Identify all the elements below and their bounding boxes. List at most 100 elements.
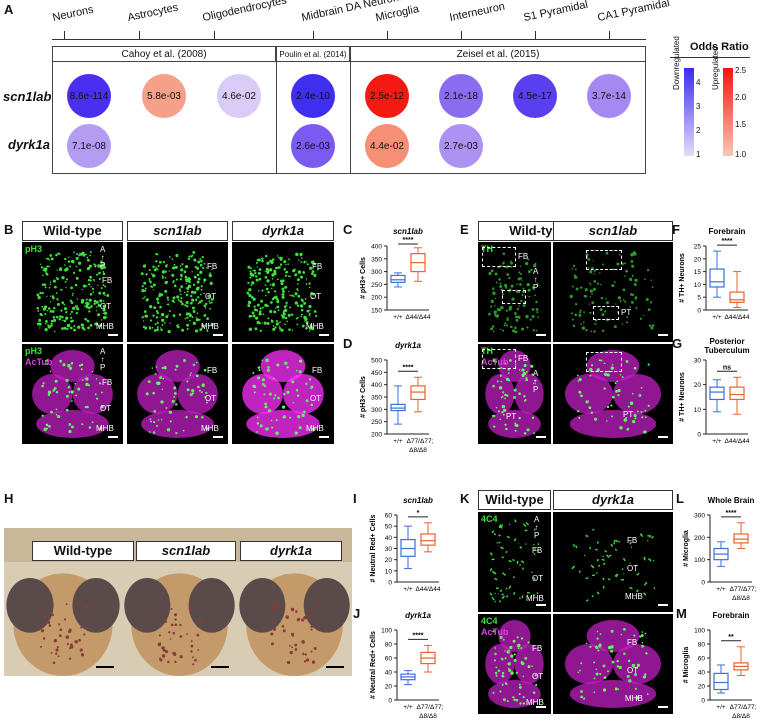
scale-bar [536, 604, 546, 606]
neutral-red-cell [179, 623, 182, 627]
legend-rule [670, 57, 750, 58]
signal-mark [197, 303, 200, 305]
signal-mark [504, 266, 506, 269]
brain-lobe [569, 680, 657, 708]
signal-mark [53, 387, 57, 390]
signal-mark [266, 261, 270, 265]
signal-mark [190, 372, 192, 374]
signal-mark [256, 416, 259, 419]
signal-mark [643, 314, 645, 316]
region-pt: PT [621, 308, 632, 317]
signal-mark [517, 277, 521, 281]
signal-mark [263, 393, 266, 396]
signal-mark [493, 310, 498, 314]
signal-mark [203, 281, 205, 283]
signal-mark [161, 318, 165, 322]
eye [124, 577, 171, 633]
y-axis-label: # TH+ Neurons [679, 253, 686, 303]
signal-mark [296, 304, 300, 307]
fb-roi-box [586, 250, 622, 270]
signal-mark [67, 260, 71, 263]
signal-mark [169, 420, 172, 423]
signal-mark [524, 398, 527, 401]
signal-mark [649, 301, 653, 304]
signal-mark [50, 322, 53, 325]
signal-mark [101, 319, 103, 321]
neutral-red-cell [179, 655, 183, 659]
signal-mark [533, 432, 535, 435]
signal-mark [83, 328, 86, 331]
signal-mark [88, 283, 91, 286]
signal-mark [616, 665, 619, 668]
signal-mark [633, 252, 637, 256]
neutral-red-cell [167, 660, 170, 664]
signal-mark [310, 385, 314, 389]
signal-mark [531, 315, 535, 319]
signal-mark [168, 270, 170, 272]
signal-mark [148, 431, 151, 433]
b-header-dyrk1a: dyrk1a [232, 221, 334, 241]
signal-mark [140, 272, 144, 276]
signal-mark [288, 290, 290, 293]
signal-mark [264, 270, 266, 272]
signal-mark [171, 273, 175, 277]
signal-mark [203, 292, 205, 295]
signal-mark [203, 368, 207, 372]
signal-mark [311, 270, 315, 273]
k-header-dyrk1a: dyrk1a [553, 490, 673, 510]
signal-mark [491, 325, 495, 328]
neutral-red-cell [163, 618, 167, 621]
signal-mark [75, 276, 79, 280]
scale-bar [536, 334, 546, 336]
signal-mark [284, 323, 286, 326]
signal-mark [510, 284, 514, 288]
y-axis-label: # pH3+ Cells [360, 257, 367, 299]
signal-mark [70, 301, 74, 304]
signal-mark [525, 521, 530, 526]
y-tick-label: 150 [371, 308, 382, 315]
signal-mark [578, 377, 582, 382]
neutral-red-cell [310, 650, 313, 653]
signal-mark [603, 387, 606, 390]
signal-mark [162, 269, 165, 272]
x-tick-label: Δ77/Δ77; [417, 704, 444, 711]
significance-label: * [417, 510, 420, 517]
signal-mark [50, 324, 53, 327]
signal-mark [501, 595, 506, 600]
signal-mark [631, 274, 634, 277]
signal-mark [607, 578, 611, 581]
neutral-red-cell [311, 660, 316, 664]
signal-mark [256, 320, 260, 325]
study-poulin: Poulin et al. (2014) [276, 46, 350, 62]
stain-label: TH [481, 244, 493, 254]
signal-mark [98, 382, 102, 385]
signal-mark [634, 417, 637, 420]
signal-mark [98, 277, 101, 281]
signal-mark [491, 414, 494, 417]
neutral-red-cell [289, 650, 293, 655]
signal-mark [65, 394, 69, 398]
signal-mark [72, 307, 75, 310]
neutral-red-cell [70, 643, 73, 646]
signal-mark [504, 682, 508, 685]
signal-mark [166, 281, 168, 283]
neutral-red-cell [41, 623, 45, 627]
signal-mark [197, 277, 201, 281]
signal-mark [142, 297, 144, 300]
signal-mark [196, 267, 199, 270]
signal-mark [45, 359, 49, 362]
signal-mark [53, 306, 56, 310]
signal-mark [525, 261, 529, 266]
signal-mark [288, 328, 291, 331]
signal-mark [501, 556, 504, 559]
region-mhb: MHB [201, 322, 219, 331]
signal-mark [102, 265, 106, 269]
neutral-red-cell [80, 626, 83, 629]
signal-mark [501, 671, 505, 675]
signal-mark [279, 326, 281, 328]
eye [303, 577, 350, 633]
signal-mark [494, 671, 498, 675]
ap-axis: A↑P [533, 369, 539, 394]
